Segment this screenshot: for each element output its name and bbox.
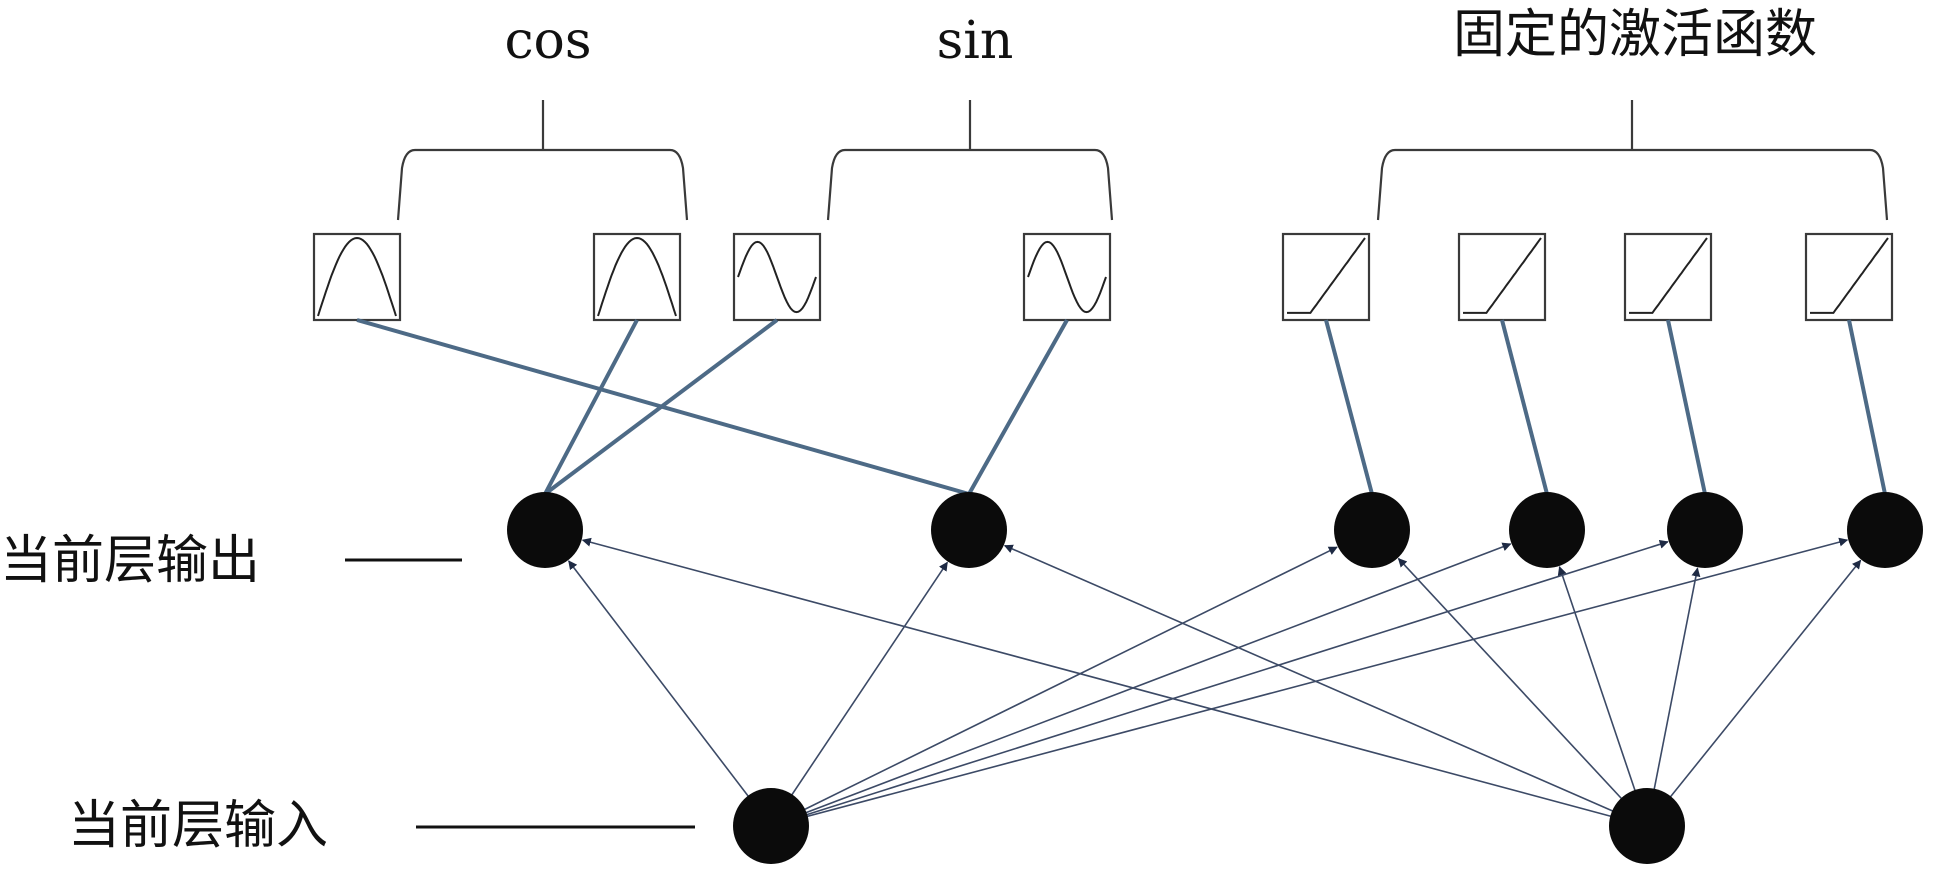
activation-to-output-link bbox=[1847, 319, 1887, 495]
relu-activation-box bbox=[1623, 232, 1713, 322]
activation-to-output-link bbox=[967, 319, 1069, 495]
activation-to-output-link bbox=[543, 319, 639, 495]
input-to-output-link bbox=[581, 537, 1648, 827]
fixed-activation-group-label: 固定的激活函数 bbox=[1453, 5, 1817, 65]
cos-curve bbox=[317, 236, 397, 317]
relu-curve bbox=[1463, 237, 1542, 314]
sin-bracket bbox=[826, 100, 1114, 221]
input-to-output-link bbox=[770, 539, 1669, 827]
output-layer-label: 当前层输出 bbox=[0, 531, 260, 591]
output-node bbox=[1334, 492, 1410, 568]
fixed-activation-bracket bbox=[1376, 100, 1889, 221]
output-nodes bbox=[507, 492, 1923, 568]
sin-activation-box bbox=[732, 232, 822, 322]
sin-curve bbox=[1027, 240, 1107, 314]
output-node bbox=[1847, 492, 1923, 568]
input-to-output-link bbox=[770, 561, 948, 827]
input-to-output-link bbox=[1646, 567, 1701, 827]
input-to-output-link bbox=[770, 546, 1338, 827]
sin-curve bbox=[737, 240, 817, 314]
relu-curve bbox=[1629, 237, 1708, 314]
relu-activation-box bbox=[1457, 232, 1547, 322]
activation-to-output-link bbox=[1324, 319, 1374, 495]
cos-bracket bbox=[396, 100, 689, 221]
input-nodes bbox=[733, 788, 1685, 864]
input-layer-label: 当前层输入 bbox=[68, 796, 328, 856]
activation-links bbox=[356, 318, 1887, 496]
input-to-output-link bbox=[568, 560, 772, 827]
relu-activation-box bbox=[1804, 232, 1894, 322]
sin-activation-box bbox=[1022, 232, 1112, 322]
input-to-output-link bbox=[1646, 559, 1862, 827]
input-node bbox=[1609, 788, 1685, 864]
activation-to-output-link bbox=[543, 318, 779, 496]
output-node bbox=[1667, 492, 1743, 568]
input-to-output-link bbox=[1003, 544, 1648, 827]
input-to-output-link bbox=[770, 542, 1512, 827]
input-to-output-link bbox=[770, 537, 1849, 827]
input-node bbox=[733, 788, 809, 864]
input-to-output-link bbox=[1557, 566, 1648, 827]
relu-curve bbox=[1810, 237, 1889, 314]
activation-to-output-link bbox=[1500, 319, 1549, 495]
relu-activation-box bbox=[1281, 232, 1371, 322]
activation-boxes bbox=[312, 232, 1894, 322]
activation-to-output-link bbox=[1666, 319, 1707, 495]
input-to-output-link bbox=[1397, 557, 1648, 827]
output-node bbox=[1509, 492, 1585, 568]
relu-curve bbox=[1287, 237, 1366, 314]
output-node bbox=[507, 492, 583, 568]
cos-group-label: cos bbox=[504, 11, 591, 71]
input-output-links bbox=[568, 537, 1862, 827]
cos-curve bbox=[597, 236, 677, 317]
sin-group-label: sin bbox=[937, 11, 1014, 71]
cos-activation-box bbox=[592, 232, 682, 322]
output-node bbox=[931, 492, 1007, 568]
cos-activation-box bbox=[312, 232, 402, 322]
